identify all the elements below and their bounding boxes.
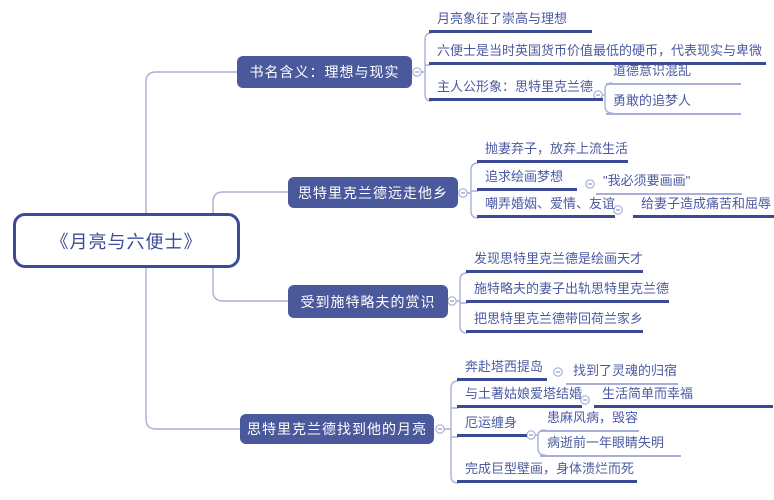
leaf-node[interactable]: 厄运缠身 bbox=[457, 414, 527, 437]
leaf-node[interactable]: 与土著姑娘爱塔结婚 bbox=[457, 385, 583, 408]
leaf-node[interactable]: 病逝前一年眼睛失明 bbox=[540, 434, 681, 457]
leaf-node[interactable]: 勇敢的追梦人 bbox=[606, 92, 741, 115]
collapse-icon[interactable] bbox=[613, 205, 623, 215]
collapse-icon[interactable] bbox=[580, 395, 590, 405]
collapse-icon[interactable] bbox=[526, 430, 536, 440]
connector-root-branch4 bbox=[145, 267, 241, 430]
leaf-node[interactable]: 月亮象征了崇高与理想 bbox=[429, 10, 592, 33]
connector-root-branch2 bbox=[212, 191, 289, 214]
leaf-node[interactable]: 主人公形象：思特里克兰德 bbox=[429, 78, 603, 101]
leaf-node[interactable]: 给妻子造成痛苦和屈辱 bbox=[633, 195, 774, 218]
leaf-node[interactable]: 道德意识混乱 bbox=[606, 62, 741, 85]
collapse-icon[interactable] bbox=[412, 67, 422, 77]
branch-node-2[interactable]: 思特里克兰德远走他乡 bbox=[288, 177, 458, 208]
leaf-node[interactable]: 发现思特里克兰德是绘画天才 bbox=[466, 250, 644, 273]
leaf-node[interactable]: 完成巨型壁画，身体溃烂而死 bbox=[457, 460, 637, 483]
connector-root-branch1 bbox=[145, 71, 238, 214]
leaf-node[interactable]: 追求绘画梦想 bbox=[477, 168, 577, 191]
connector-branch4-children bbox=[443, 380, 459, 484]
leaf-node[interactable]: 抛妻弃子，放弃上流生活 bbox=[477, 140, 629, 163]
collapse-icon[interactable] bbox=[435, 424, 445, 434]
root-node[interactable]: 《月亮与六便士》 bbox=[13, 213, 240, 268]
leaf-node[interactable]: 找到了灵魂的归宿 bbox=[566, 362, 678, 385]
collapse-icon[interactable] bbox=[447, 296, 457, 306]
leaf-node[interactable]: "我必须要画画" bbox=[596, 172, 742, 195]
collapse-toggles bbox=[412, 67, 623, 440]
collapse-icon[interactable] bbox=[553, 367, 563, 377]
branch-node-4[interactable]: 思特里克兰德找到他的月亮 bbox=[240, 414, 434, 444]
leaf-node[interactable]: 生活简单而幸福 bbox=[594, 385, 773, 408]
branch-node-3[interactable]: 受到施特略夫的赏识 bbox=[288, 285, 448, 318]
leaf-node[interactable]: 患麻风病，毁容 bbox=[540, 409, 639, 432]
leaf-node[interactable]: 奔赴塔西提岛 bbox=[457, 358, 547, 381]
leaf-node[interactable]: 把思特里克兰德带回荷兰家乡 bbox=[466, 310, 644, 333]
leaf-node[interactable]: 施特略夫的妻子出轨思特里克兰德 bbox=[466, 280, 670, 303]
leaf-node[interactable]: 嘲弄婚姻、爱情、友谊 bbox=[477, 195, 616, 218]
collapse-icon[interactable] bbox=[458, 188, 468, 198]
connector-root-branch3 bbox=[212, 267, 289, 302]
branch-node-1[interactable]: 书名含义：理想与现实 bbox=[237, 56, 412, 88]
collapse-icon[interactable] bbox=[585, 179, 595, 189]
leaf-node[interactable]: 六便士是当时英国货币价值最低的硬币，代表现实与卑微 bbox=[429, 42, 766, 65]
